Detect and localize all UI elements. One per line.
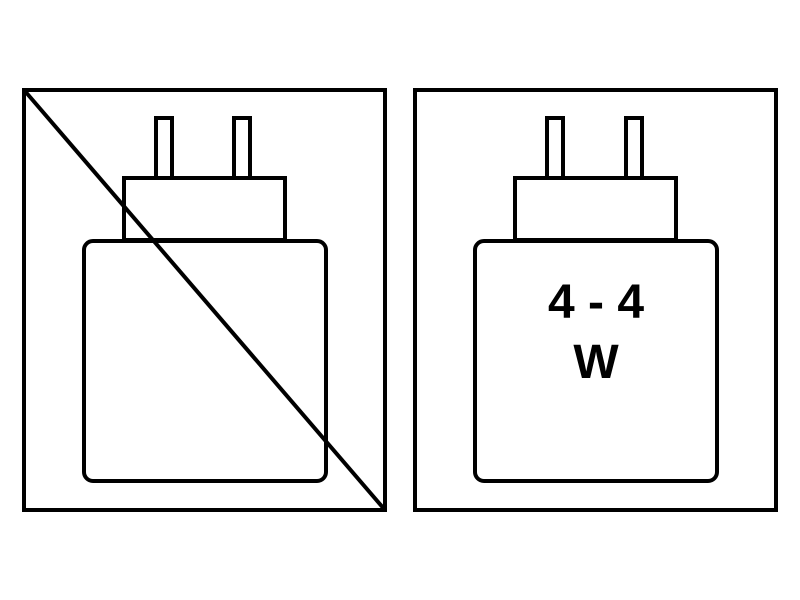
plug-pin-left: [154, 116, 174, 180]
power-rating-unit: W: [573, 336, 619, 389]
panel-frame: [22, 88, 387, 512]
plug-pin-left: [545, 116, 565, 180]
charger-plug-icon: [473, 116, 719, 483]
panel-charger-not-included: [22, 88, 387, 512]
charger-plug-icon: [82, 116, 328, 483]
panel-frame: [413, 88, 778, 512]
cross-out-line: [22, 88, 387, 512]
power-rating-range: 4 - 4: [548, 276, 644, 329]
charger-body: [82, 239, 328, 483]
panel-charger-power-rating: 4 - 4 W: [413, 88, 778, 512]
charger-body: [473, 239, 719, 483]
plug-neck: [513, 176, 678, 242]
plug-pin-right: [624, 116, 644, 180]
plug-pin-right: [232, 116, 252, 180]
plug-neck: [122, 176, 287, 242]
